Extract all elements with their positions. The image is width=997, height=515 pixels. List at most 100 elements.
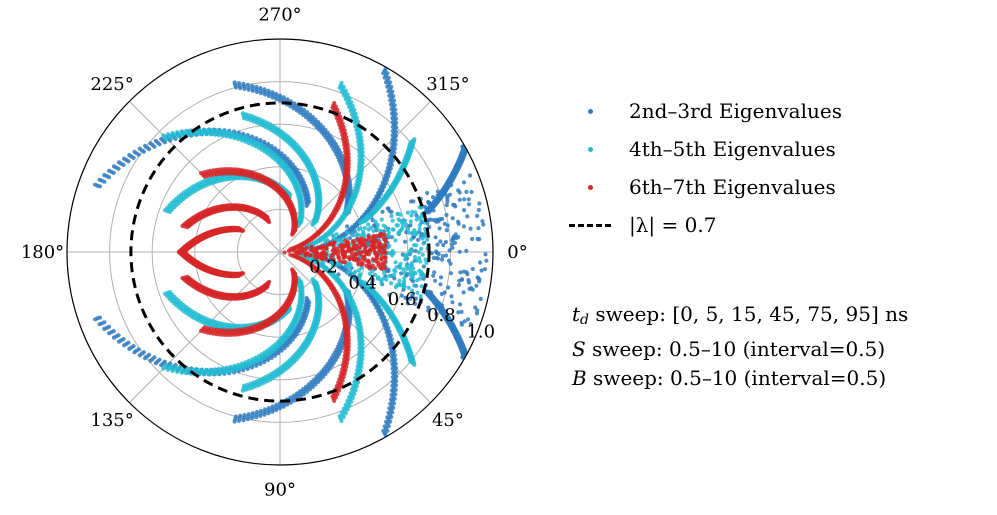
data-point xyxy=(206,372,211,377)
data-point xyxy=(404,254,409,259)
data-point xyxy=(438,275,444,280)
data-point xyxy=(258,86,263,91)
data-point xyxy=(360,157,365,162)
data-point xyxy=(404,222,409,227)
data-point xyxy=(360,346,365,351)
data-point xyxy=(386,206,391,211)
data-point xyxy=(290,337,295,342)
data-point xyxy=(448,261,453,266)
data-point xyxy=(431,208,436,213)
angle-gridline-7 xyxy=(279,101,431,253)
data-point xyxy=(459,320,464,325)
data-point xyxy=(393,361,398,366)
data-point xyxy=(383,432,388,437)
data-point xyxy=(350,104,355,109)
data-point xyxy=(245,133,250,138)
data-point xyxy=(292,165,297,170)
data-point xyxy=(165,132,171,137)
data-point xyxy=(325,238,330,243)
data-point xyxy=(93,317,98,322)
data-point xyxy=(450,216,455,221)
data-point xyxy=(378,308,383,313)
data-point xyxy=(201,127,206,132)
data-point xyxy=(394,129,399,134)
data-point xyxy=(148,141,153,146)
data-point xyxy=(383,67,388,72)
data-point xyxy=(445,199,450,204)
data-point xyxy=(461,224,466,229)
data-point xyxy=(434,255,439,261)
data-point xyxy=(362,225,367,231)
data-point xyxy=(358,175,363,180)
data-point xyxy=(240,111,245,116)
data-point xyxy=(132,350,137,355)
data-point xyxy=(245,136,250,141)
data-point xyxy=(420,252,425,257)
data-point xyxy=(359,135,364,140)
data-point xyxy=(318,377,323,382)
data-point xyxy=(277,406,283,411)
data-point xyxy=(477,279,482,284)
data-point xyxy=(393,260,398,265)
data-point xyxy=(175,369,180,374)
data-point xyxy=(426,308,431,313)
data-point xyxy=(218,370,223,375)
data-point xyxy=(360,342,365,347)
data-point xyxy=(153,138,158,143)
data-point xyxy=(347,403,352,408)
data-point xyxy=(358,324,363,329)
data-point xyxy=(383,318,388,323)
data-point xyxy=(345,92,350,97)
data-point xyxy=(250,416,255,421)
data-point xyxy=(262,412,267,417)
data-point xyxy=(241,365,247,370)
data-point xyxy=(107,331,112,336)
data-point xyxy=(390,89,395,94)
data-point xyxy=(400,283,405,288)
data-point xyxy=(467,286,472,291)
data-point xyxy=(456,310,461,315)
data-point xyxy=(386,174,391,179)
polar-plot: 0°45°90°135°180°225°270°315° 0.20.40.60.… xyxy=(21,5,528,501)
data-point xyxy=(390,341,395,346)
data-point xyxy=(440,254,445,259)
data-point xyxy=(478,296,483,301)
data-point xyxy=(153,361,158,366)
data-point xyxy=(483,252,488,257)
data-point xyxy=(343,88,348,93)
data-point xyxy=(226,130,231,135)
data-point xyxy=(407,249,412,254)
data-point xyxy=(148,358,153,363)
data-point xyxy=(477,260,483,265)
data-point xyxy=(241,81,246,86)
data-point xyxy=(163,208,168,213)
data-point xyxy=(285,402,290,407)
data-point xyxy=(273,146,278,151)
data-point xyxy=(414,258,419,263)
data-point xyxy=(475,236,480,242)
data-point xyxy=(458,302,463,307)
data-point xyxy=(301,107,306,112)
data-point xyxy=(397,278,402,283)
data-point xyxy=(276,148,281,153)
data-point xyxy=(446,285,451,290)
data-point xyxy=(453,232,458,237)
data-point xyxy=(262,139,267,144)
data-point xyxy=(163,291,168,296)
data-point xyxy=(111,335,117,340)
data-point xyxy=(461,180,467,185)
data-point xyxy=(347,96,352,101)
data-point xyxy=(392,103,397,108)
data-point xyxy=(285,156,290,161)
data-point xyxy=(360,164,365,169)
data-point xyxy=(389,162,394,167)
data-point xyxy=(461,269,466,274)
data-point xyxy=(418,294,423,299)
data-point xyxy=(206,127,211,132)
data-point xyxy=(313,382,318,387)
data-point xyxy=(245,82,250,87)
data-point xyxy=(456,282,462,288)
data-point xyxy=(282,153,287,159)
data-point xyxy=(386,233,391,238)
data-point xyxy=(392,146,397,151)
